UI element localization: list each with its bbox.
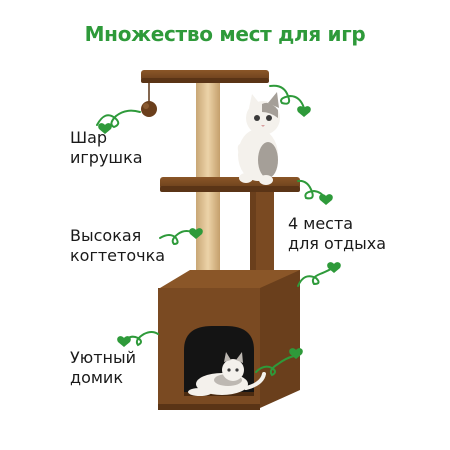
label-ball-toy: Шар игрушка xyxy=(70,128,143,167)
label-cozy-house: Уютный домик xyxy=(70,348,137,387)
heart-icon xyxy=(98,106,341,359)
top-platform xyxy=(141,70,269,83)
toy-ball-icon xyxy=(141,83,157,117)
label-scratching-post: Высокая когтеточка xyxy=(70,226,166,265)
middle-platform xyxy=(160,177,300,192)
cat-illustration xyxy=(237,92,280,185)
cat-illustration xyxy=(188,352,266,396)
curly-arrow-icon xyxy=(96,84,333,377)
label-rest-places: 4 места для отдыха xyxy=(288,214,387,253)
page-title: Множество мест для игр xyxy=(84,22,366,46)
